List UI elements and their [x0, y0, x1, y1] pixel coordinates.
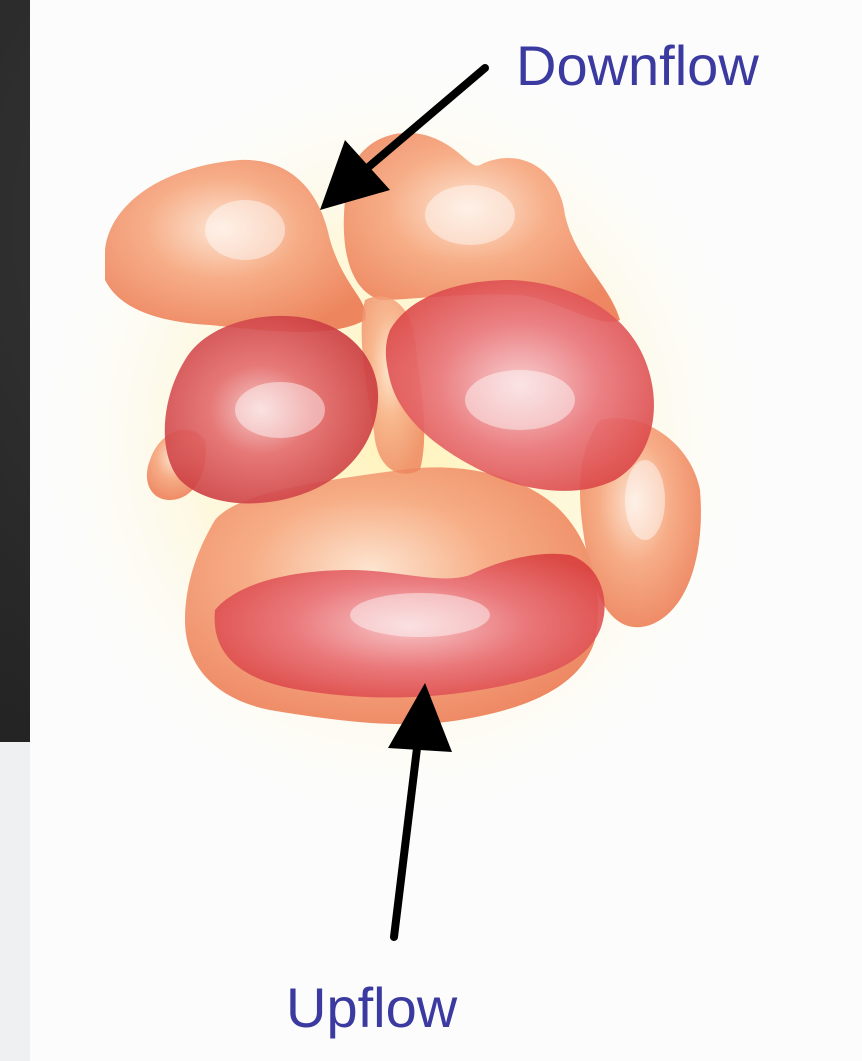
upflow-label: Upflow [286, 980, 457, 1036]
downflow-label: Downflow [516, 38, 759, 94]
highlight [625, 460, 665, 540]
highlight [235, 382, 325, 438]
highlight [465, 370, 575, 430]
highlight [425, 185, 515, 245]
highlight [350, 593, 490, 637]
highlight [205, 200, 285, 260]
